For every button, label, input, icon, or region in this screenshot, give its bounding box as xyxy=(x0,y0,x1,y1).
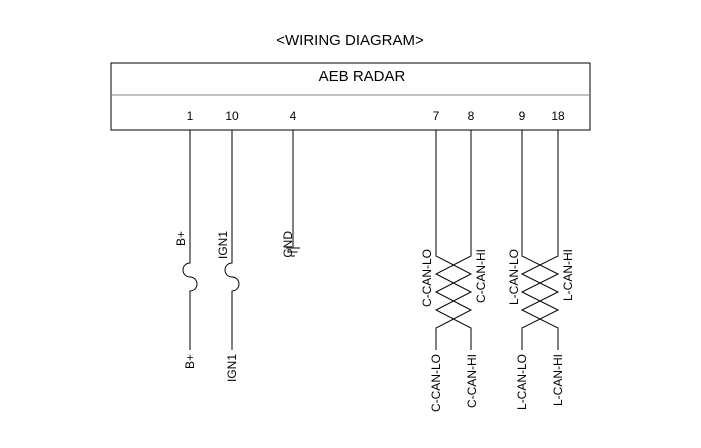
pin-number-10: 10 xyxy=(225,109,239,123)
wire-label-c-can-hi-upper: C-CAN-HI xyxy=(474,249,488,303)
ground-icon xyxy=(286,247,300,257)
wire-label-ign1-lower: IGN1 xyxy=(225,354,239,382)
wire-label-c-can-lo-lower: C-CAN-LO xyxy=(429,354,443,412)
wire-label-bplus-lower: B+ xyxy=(183,354,197,369)
pin-number-8: 8 xyxy=(468,109,475,123)
wire-label-c-can-hi-lower: C-CAN-HI xyxy=(465,354,479,408)
wire-ign1 xyxy=(224,130,240,350)
pin-number-1: 1 xyxy=(187,109,194,123)
wire-bplus xyxy=(182,130,198,350)
diagram-title: <WIRING DIAGRAM> xyxy=(276,32,424,49)
pin-number-7: 7 xyxy=(433,109,440,123)
wire-label-gnd-upper: GND xyxy=(281,231,295,258)
pin-number-18: 18 xyxy=(551,109,565,123)
pin-number-4: 4 xyxy=(290,109,297,123)
pin-number-9: 9 xyxy=(519,109,526,123)
wire-label-l-can-hi-upper: L-CAN-HI xyxy=(561,249,575,301)
wire-label-l-can-lo-upper: L-CAN-LO xyxy=(507,249,521,305)
wire-label-ign1-upper: IGN1 xyxy=(216,231,230,259)
wire-label-l-can-hi-lower: L-CAN-HI xyxy=(551,354,565,406)
wire-label-c-can-lo-upper: C-CAN-LO xyxy=(420,249,434,307)
component-name: AEB RADAR xyxy=(319,68,406,85)
wire-label-bplus-upper: B+ xyxy=(174,231,188,246)
component-box xyxy=(110,62,591,131)
wire-label-l-can-lo-lower: L-CAN-LO xyxy=(515,354,529,410)
twisted-pair-l-can xyxy=(520,130,560,350)
twisted-pair-c-can xyxy=(434,130,473,350)
